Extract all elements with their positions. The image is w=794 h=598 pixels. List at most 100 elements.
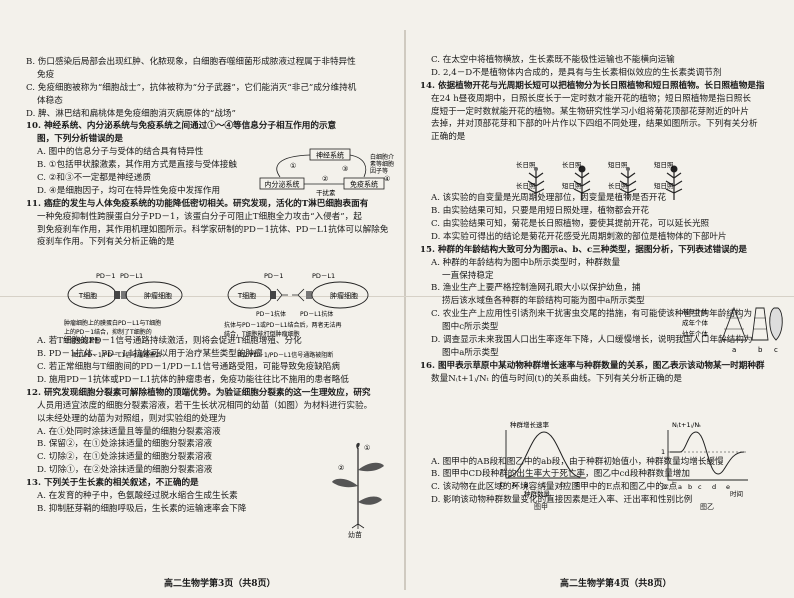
graph-a-ylabel: 种群增长速率 [510, 420, 550, 429]
q10-stem-cont: 图，下列分析错误的是 [37, 134, 123, 145]
arrow-nervous-endocrine [276, 154, 311, 178]
plant-2 [573, 170, 591, 200]
q15-option-a-cont: 一直保持稳定 [442, 270, 494, 281]
fig1-pdl1-ligand [121, 291, 127, 299]
pyramid-a-label: a [732, 346, 736, 354]
q14-stem-3: 度短于一定时数就能开花的植物。某生物研究性学习小组将菊花顶部花芽附近的叶片 [431, 106, 749, 117]
old-individuals-label: 老年个体 [682, 307, 709, 316]
signal-4-label: ④ [384, 175, 390, 183]
q10-stem: 10. 神经系统、内分泌系统与免疫系统之间通过①～④等信息分子相互作用的示意 [26, 121, 337, 132]
plant-flower-4 [670, 165, 678, 173]
q15-stem: 15. 种群的年龄结构大致可分为图示a、b、c三种类型，据图分析，下列表述错误的… [420, 244, 747, 255]
fig2-t-cell-label: T细胞 [237, 291, 256, 300]
graph-b-caption: 图乙 [700, 503, 714, 511]
q15-age-structure-figure: 老年个体 成年个体 幼年个体 a b c [682, 306, 783, 354]
group4-top-label: 短日照 [654, 160, 674, 169]
plant-4 [665, 170, 683, 200]
q15-option-b: B. 渔业生产上要严格控制渔网孔眼大小以保护幼鱼，捕 [431, 283, 641, 294]
q11-option-b: B. PD－1抗体、PD－L1抗体可以用于治疗某些类型的肿瘤 [37, 349, 263, 360]
fig2-tumor-label: 肿瘤细胞 [330, 291, 358, 300]
graph-b-tick-d: d [712, 483, 716, 491]
graph-b-one-label: 1 [661, 448, 665, 456]
q15-option-c-cont: 图中c所示类型 [442, 322, 499, 333]
q11-figure-2: PD－1 PD－L1 T细胞 肿瘤细胞 PD－1抗体 PD－L1抗体 抗体与PD… [224, 272, 369, 359]
graph-a-tick-C: C [542, 481, 547, 489]
seedling-root [351, 523, 365, 529]
q14-option-b: B. 由实验结果可知，只要是用短日照处理，植物都会开花 [431, 206, 650, 217]
q16-option-a: A. 图甲中的AB段和图乙中的ab段，由于种群初始值小，种群数量均增长缓慢 [431, 456, 724, 467]
immune-system-label: 免疫系统 [350, 180, 378, 189]
graph-a-tick-B: B [524, 481, 528, 489]
fig2-pd1-antibody-label: PD－1抗体 [256, 310, 286, 318]
q11-option-d: D. 施用PD－1抗体或PD－L1抗体的肿瘤患者，免疫功能往往比不施用的患者略低 [37, 375, 349, 386]
q14-option-d: D. 本实验可得出的结论是菊花开花感受光周期刺激的部位是植物体的下部叶片 [431, 231, 727, 242]
q14-option-c: C. 由实验结果可知，菊花是长日照植物，要使其提前开花，可以延长光照 [431, 219, 710, 230]
fig1-caption-1: 肿瘤细胞上的膜蛋白PD－L1与T细胞 [64, 319, 161, 327]
fig1-t-cell-label: T细胞 [78, 291, 97, 300]
q11-option-a: A. 若T细胞的PD－1信号通路持续激活，则将会促进T细胞增殖、分化 [37, 336, 302, 347]
plant-flower-2 [578, 165, 586, 173]
fig2-tumor-cell [311, 281, 369, 309]
plant-1 [527, 170, 545, 200]
fig1-pd1-receptor [114, 291, 120, 299]
young-individuals-label: 幼年个体 [682, 329, 709, 338]
signal-3-label: ③ [342, 165, 348, 173]
fig2-pdl1-antibody-label: PD－L1抗体 [300, 310, 333, 318]
nervous-system-label: 神经系统 [316, 151, 344, 160]
pyramid-b [751, 307, 769, 341]
pyramid-c-label: c [774, 346, 778, 354]
immune-system-box [343, 177, 385, 190]
fig2-pd1-antibody [276, 288, 288, 302]
graph-b-axes [667, 430, 748, 481]
q16-option-b: B. 图甲中CD段种群的出生率大于死亡率，图乙中cd段种群数量增加 [431, 469, 690, 480]
group3-top-label: 短日照 [608, 160, 628, 169]
fig1-caption-2: 上的PD－1结合，抑制了T细胞的 [64, 328, 152, 336]
fig2-pd1-label: PD－1 [264, 272, 284, 280]
group1-top-label: 长日照 [516, 160, 536, 169]
cytokine-label-2: 素等细胞 [370, 160, 394, 168]
graph-a-curve [507, 431, 581, 478]
pyramid-b-label: b [758, 346, 763, 354]
adult-individuals-label: 成年个体 [682, 318, 709, 327]
q12-option-d: D. 切除①，在②处涂抹适量的细胞分裂素溶液 [37, 465, 213, 476]
graph-b-tick-b: b [688, 483, 692, 491]
q13-option-d: D. 2,4－D不是植物体内合成的，是具有与生长素相似效应的生长素类调节剂 [431, 67, 722, 78]
seedling-site-1: ① [364, 444, 370, 452]
q12-option-a: A. 在①处同时涂抹适量且等量的细胞分裂素溶液 [37, 426, 221, 437]
graph-b-tick-O: O [662, 483, 667, 491]
page-4-footer: 高二生物学第4页（共8页） [560, 579, 672, 589]
q13-option-b: B. 抑制胚芽鞘的细胞呼吸后，生长素的运输速率会下降 [37, 503, 247, 514]
q11-stem-2: 一种免疫抑制性跨膜蛋白分子PD－1，该蛋白分子可阻止T细胞全力攻击“入侵者”，起 [37, 211, 362, 222]
fig2-title: 图2 PD－1/PD－L1信号通路被阻断 [238, 351, 333, 359]
fig2-caption-1: 抗体与PD－1或PD－L1结合后，两者无法再 [224, 321, 341, 329]
cytokine-label-3: 因子等 [370, 167, 388, 175]
q9-option-b: B. 伤口感染后局部会出现红肿、化脓现象，白细胞吞噬细菌形成脓液过程属于非特异性 [26, 57, 356, 67]
page-3-footer: 高二生物学第3页（共8页） [164, 579, 276, 589]
nervous-system-box [309, 148, 351, 161]
q10-option-c: C. ②和③不一定都是神经递质 [37, 173, 151, 184]
q14-stem: 14. 依据植物开花与光周期长短可以把植物分为长日照植物和短日照植物。长日照植物… [420, 80, 765, 91]
q15-option-c: C. 农业生产上应用性引诱剂来干扰害虫交尾的措施，有可能使该种害虫的年龄结构为 [431, 309, 753, 320]
page-3-column: B. 伤口感染后局部会出现红肿、化脓现象，白细胞吞噬细菌形成脓液过程属于非特异性… [26, 56, 398, 586]
q11-option-c: C. 若正常细胞与T细胞间的PD－1/PD－L1信号通路受阻，可能导致免疫缺陷病 [37, 362, 340, 373]
endocrine-system-box [259, 177, 305, 190]
graph-b-tick-c: c [698, 483, 702, 491]
q15-option-d-cont: 图中a所示类型 [442, 347, 499, 358]
signal-2-label: ② [322, 175, 328, 183]
seedling-leaf-right-top [358, 462, 384, 472]
q9-option-d: D. 脾、淋巴结和扁桃体是免疫细胞消灭病原体的“战场” [26, 108, 236, 119]
fig2-pdl1-label: PD－L1 [312, 272, 335, 280]
q13-stem: 13. 下列关于生长素的相关叙述，不正确的是 [26, 478, 199, 489]
q16-option-c: C. 该动物在此区域的环境容纳量对应图甲中的E点和图乙中的c点 [431, 482, 678, 493]
q10-system-diagram: 神经系统 内分泌系统 免疫系统 ① ② ③ 干扰素 白细胞介 素等细胞 因子等 … [259, 148, 394, 197]
q14-stem-5: 正确的是 [431, 132, 466, 143]
fig2-pdl1-antibody [292, 288, 305, 302]
group2-top-label: 长日照 [562, 160, 582, 169]
q11-stem-3: 到免疫刹车作用，其作用机理如图所示。科学家研制的PD－1抗体、PD－L1抗体可以… [37, 224, 389, 235]
q12-option-b: B. 保留②，在①处涂抹适量的细胞分裂素溶液 [37, 439, 213, 450]
seedling-site-2: ② [338, 464, 344, 472]
